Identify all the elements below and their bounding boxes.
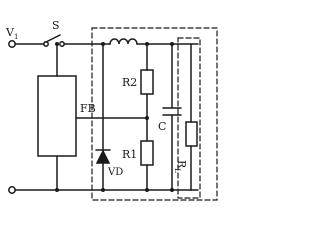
junction-dot <box>55 188 59 192</box>
label-r2: R2 <box>122 76 137 89</box>
label-load-resistor: RL <box>173 160 188 173</box>
junction-dot <box>170 42 174 46</box>
label-feedback: FB <box>80 102 96 115</box>
junction-dot <box>145 42 149 46</box>
junction-dot <box>101 42 105 46</box>
label-diode: VD <box>107 167 123 178</box>
controller-ic <box>37 75 77 157</box>
dashed-module-outline <box>91 27 218 201</box>
load-resistor <box>185 121 198 147</box>
inductor <box>109 38 148 45</box>
junction-dot <box>101 188 105 192</box>
circuit-diagram: V1 S R2 R1 C FB VD RL <box>5 19 218 201</box>
label-capacitor: C <box>158 120 166 133</box>
junction-dot <box>55 42 59 46</box>
junction-dot <box>145 116 149 120</box>
junction-dot <box>170 188 174 192</box>
diode-vd <box>95 149 111 164</box>
schematic: V1 S R2 R1 C FB VD RL <box>5 19 218 201</box>
switch-s <box>43 34 65 47</box>
label-r1: R1 <box>122 148 137 161</box>
label-switch: S <box>52 19 60 32</box>
junction-dot <box>145 188 149 192</box>
input-terminal-top <box>8 40 16 48</box>
label-input-voltage: V1 <box>5 26 18 41</box>
resistor-r1 <box>140 140 154 166</box>
resistor-r2 <box>140 69 154 95</box>
input-terminal-bottom <box>8 186 16 194</box>
dashed-load-outline <box>177 37 201 199</box>
